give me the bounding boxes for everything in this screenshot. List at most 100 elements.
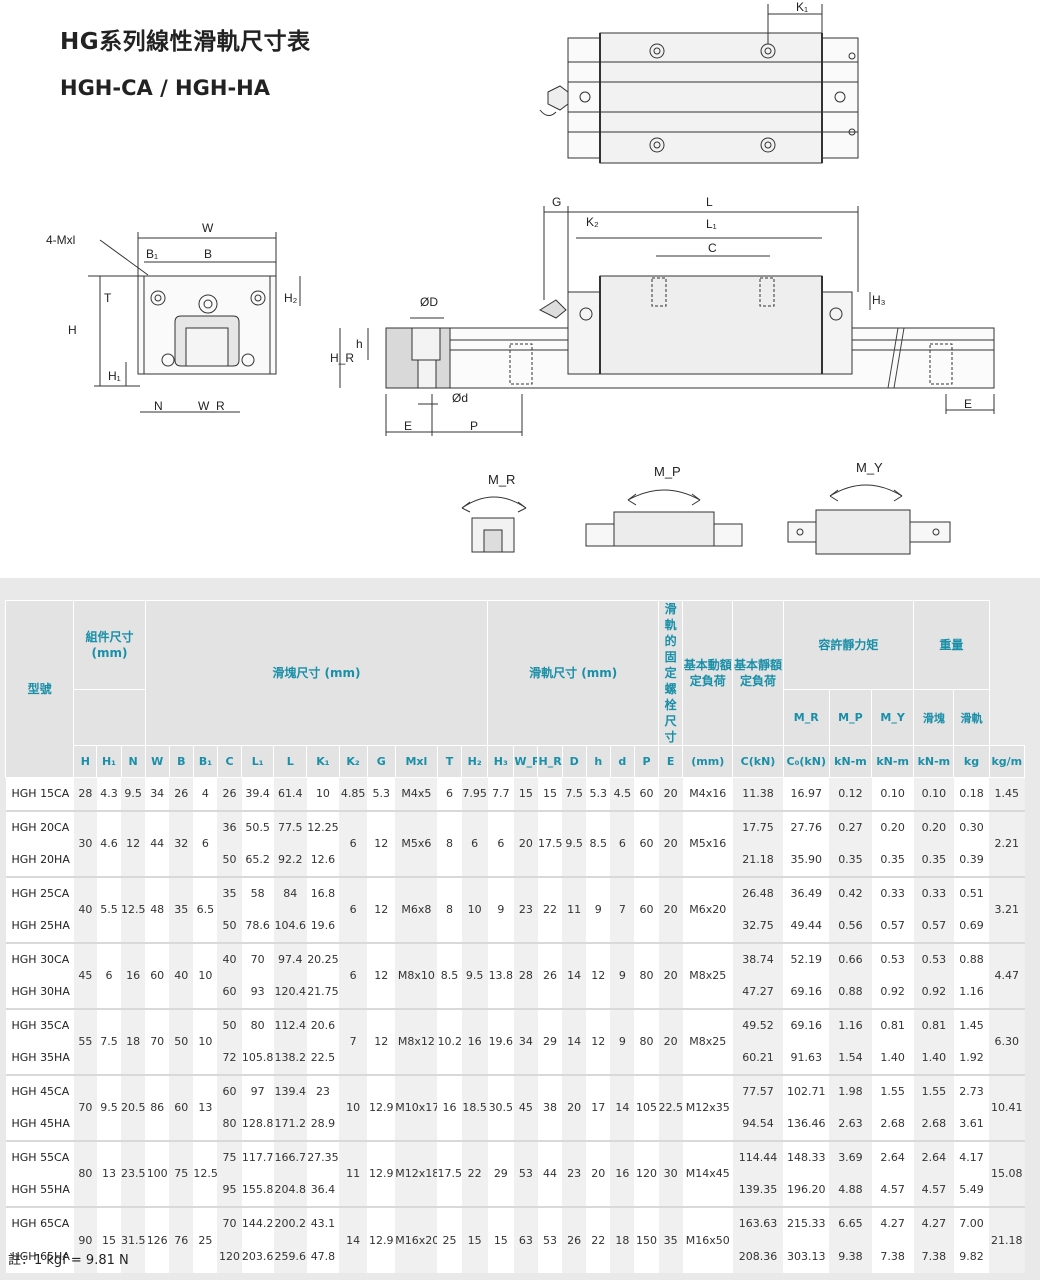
cell-model: HGH 15CA — [5, 777, 74, 811]
col-h-rail: h — [585, 745, 611, 778]
label-my: M_Y — [856, 460, 883, 475]
cell-model: HGH 55HA — [5, 1173, 74, 1207]
cell-h1: 5.5 — [96, 875, 122, 943]
cell-k1: 36.4 — [306, 1173, 340, 1207]
cell-c0: 196.20 — [783, 1173, 830, 1207]
cell-d: 14 — [610, 1073, 635, 1141]
cell-c0: 27.76 — [783, 809, 830, 844]
cell-model: HGH 55CA — [5, 1139, 74, 1174]
cell-cd: 32.75 — [732, 909, 784, 943]
cell-p: 60 — [634, 777, 659, 811]
cell-cd: 21.18 — [732, 843, 784, 877]
cell-b: 40 — [169, 941, 194, 1009]
col-w: W — [144, 745, 170, 778]
cell-d: 7 — [610, 875, 635, 943]
cell-l1: 80 — [241, 1007, 274, 1042]
label-h-rail: h — [356, 337, 363, 351]
cell-mp: 2.68 — [871, 1107, 914, 1141]
cell-t: 16 — [437, 1073, 462, 1141]
col-kgm-unit: kg/m — [988, 745, 1026, 778]
cell-k2: 7 — [339, 1007, 368, 1075]
cell-h: 17 — [586, 1073, 611, 1141]
cell-kgm: 2.21 — [989, 809, 1025, 877]
cell-h2: 10 — [461, 875, 488, 943]
cell-b1: 12.5 — [193, 1139, 218, 1207]
cell-g: 12 — [367, 809, 396, 877]
cell-w: 60 — [145, 941, 170, 1009]
cell-p: 60 — [634, 875, 659, 943]
cell-my: 2.68 — [913, 1107, 954, 1141]
cell-model: HGH 45HA — [5, 1107, 74, 1141]
cell-mp: 0.10 — [871, 777, 914, 811]
page-title: HG系列線性滑軌尺寸表 — [60, 29, 311, 55]
label-h: H — [68, 323, 77, 337]
cell-l: 97.4 — [273, 941, 307, 976]
cell-bolt: M5x16 — [682, 809, 733, 877]
label-mp: M_P — [654, 464, 681, 479]
cell-kg: 2.73 — [953, 1073, 990, 1108]
cell-kgm: 4.47 — [989, 941, 1025, 1009]
cell-my: 0.33 — [913, 875, 954, 910]
cell-wr: 63 — [513, 1205, 538, 1273]
cell-my: 0.53 — [913, 941, 954, 976]
cell-e: 35 — [658, 1205, 683, 1273]
cell-mr: 1.98 — [829, 1073, 872, 1108]
cell-l: 92.2 — [273, 843, 307, 877]
header-mp: M_P — [828, 689, 873, 746]
cell-mr: 6.65 — [829, 1205, 872, 1240]
cell-n: 9.5 — [121, 777, 146, 811]
cell-l: 204.8 — [273, 1173, 307, 1207]
page-subtitle: HGH-CA / HGH-HA — [60, 76, 270, 100]
cell-mp: 0.92 — [871, 975, 914, 1009]
cell-l: 104.6 — [273, 909, 307, 943]
cell-c: 35 — [217, 875, 242, 910]
cell-mp: 4.57 — [871, 1173, 914, 1207]
cell-my: 1.40 — [913, 1041, 954, 1075]
cell-l1: 78.6 — [241, 909, 274, 943]
cell-cd: 94.54 — [732, 1107, 784, 1141]
cell-b: 32 — [169, 809, 194, 877]
cell-w: 34 — [145, 777, 170, 811]
cell-l1: 65.2 — [241, 843, 274, 877]
cell-c0: 69.16 — [783, 1007, 830, 1042]
cell-k1: 27.35 — [306, 1139, 340, 1174]
cell-b1: 6 — [193, 809, 218, 877]
cell-k1: 20.6 — [306, 1007, 340, 1042]
header-rail-weight: 滑軌 — [953, 689, 990, 746]
cell-h: 70 — [73, 1073, 97, 1141]
cell-h2: 9.5 — [461, 941, 488, 1009]
cell-l1: 203.6 — [241, 1239, 274, 1273]
cell-mr: 9.38 — [829, 1239, 872, 1273]
cell-cd: 208.36 — [732, 1239, 784, 1273]
cell-mr: 0.56 — [829, 909, 872, 943]
cell-kg: 0.39 — [953, 843, 990, 877]
cell-t: 17.5 — [437, 1139, 462, 1207]
cell-b1: 13 — [193, 1073, 218, 1141]
cell-g: 5.3 — [367, 777, 396, 811]
cell-n: 12 — [121, 809, 146, 877]
cell-mr: 3.69 — [829, 1139, 872, 1174]
cell-cd: 49.52 — [732, 1007, 784, 1042]
cell-wr: 45 — [513, 1073, 538, 1141]
cell-model: HGH 20HA — [5, 843, 74, 877]
technical-drawings: K₁ W B B₁ 4-Mxl T H₂ H H₁ N W_R — [46, 0, 995, 555]
col-mr-unit: kN-m — [828, 745, 873, 778]
cell-c: 26 — [217, 777, 242, 811]
cell-c: 95 — [217, 1173, 242, 1207]
cell-mxl: M16x20 — [395, 1205, 438, 1273]
cell-k2: 4.85 — [339, 777, 368, 811]
cell-l: 112.4 — [273, 1007, 307, 1042]
cell-c0: 136.46 — [783, 1107, 830, 1141]
cell-bolt: M8x25 — [682, 1007, 733, 1075]
cell-d: 14 — [562, 1007, 587, 1075]
cell-wr: 23 — [513, 875, 538, 943]
cell-mxl: M6x8 — [395, 875, 438, 943]
cell-h3: 19.6 — [487, 1007, 514, 1075]
label-t: T — [104, 291, 112, 305]
